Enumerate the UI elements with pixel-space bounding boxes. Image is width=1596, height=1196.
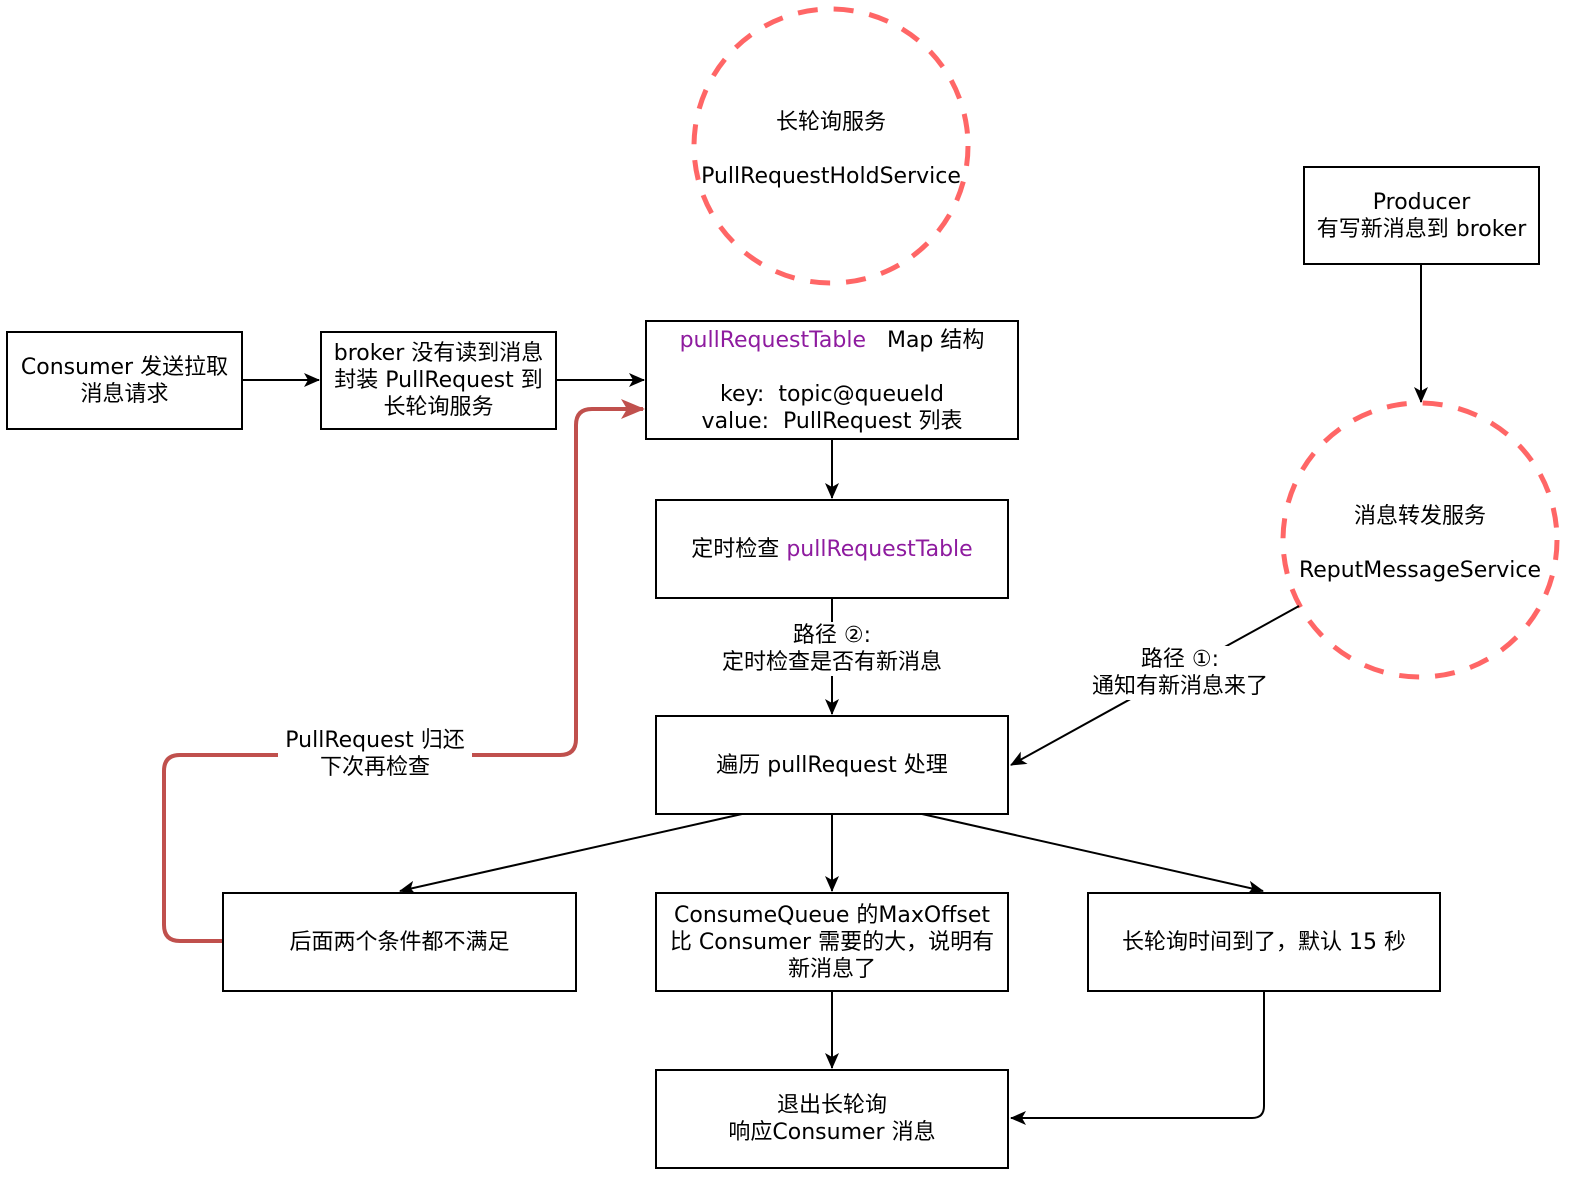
edge-label-path2: 路径 ②: 定时检查是否有新消息 (712, 622, 952, 676)
node-text: 比 Consumer 需要的大，说明有 (669, 929, 995, 955)
edge-label-return: PullRequest 归还 下次再检查 (278, 727, 472, 781)
label-text: 定时检查是否有新消息 (721, 650, 942, 675)
node-text: Producer (1372, 189, 1471, 215)
node-timeout: 长轮询时间到了，默认 15 秒 (1087, 892, 1441, 992)
reput-service-name: ReputMessageService (1298, 557, 1542, 583)
node-text: 新消息了 (787, 956, 876, 982)
node-producer: Producer 有写新消息到 broker (1303, 166, 1540, 265)
node-timer-check: 定时检查 pullRequestTable (655, 499, 1009, 599)
node-text: ConsumeQueue 的MaxOffset (674, 902, 990, 928)
node-max-offset: ConsumeQueue 的MaxOffset 比 Consumer 需要的大，… (655, 892, 1009, 992)
node-text: 长轮询时间到了，默认 15 秒 (1122, 929, 1406, 955)
node-iterate: 遍历 pullRequest 处理 (655, 715, 1009, 815)
hold-service-circle (691, 6, 971, 286)
label-text: 下次再检查 (319, 755, 430, 780)
hold-service-name: PullRequestHoldService (701, 163, 961, 189)
node-text: 响应Consumer 消息 (728, 1120, 936, 1145)
table-title-code: pullRequestTable (679, 328, 866, 353)
table-title: pullRequestTable Map 结构 (680, 327, 985, 354)
edge-iterate-to-neither (399, 813, 743, 895)
label-text: 路径 ①: (1140, 647, 1220, 672)
node-text: 封装 PullRequest 到 (334, 368, 543, 393)
edge-label-path1: 路径 ①: 通知有新消息来了 (1082, 646, 1278, 700)
node-text: 消息请求 (80, 381, 169, 407)
edge-return-loop (162, 399, 645, 943)
node-text: 长轮询服务 (383, 395, 494, 420)
table-value-line: value: PullRequest 列表 (701, 409, 963, 434)
hold-service: 长轮询服务 PullRequestHoldService (694, 9, 968, 283)
reput-service-title: 消息转发服务 (1353, 503, 1486, 529)
label-text: 通知有新消息来了 (1091, 674, 1268, 699)
edge-iterate-to-timeout (921, 813, 1264, 895)
reput-service: 消息转发服务 ReputMessageService (1283, 403, 1557, 677)
node-exit: 退出长轮询 响应Consumer 消息 (655, 1069, 1009, 1169)
node-pull-request-table: pullRequestTable Map 结构 key: topic@queue… (645, 320, 1019, 440)
node-text: 退出长轮询 (776, 1093, 887, 1118)
label-text: PullRequest 归还 (285, 728, 465, 753)
table-title-suffix: Map 结构 (886, 328, 985, 353)
table-key-line: key: topic@queueId (720, 382, 944, 407)
timer-check-code: pullRequestTable (786, 536, 973, 562)
edge-timeout-to-exit (1010, 991, 1265, 1125)
node-text: 遍历 pullRequest 处理 (716, 752, 948, 778)
node-neither-condition: 后面两个条件都不满足 (222, 892, 577, 992)
node-text: Consumer 发送拉取 (20, 354, 229, 380)
node-text: 后面两个条件都不满足 (289, 929, 510, 955)
label-text: 路径 ②: (792, 623, 872, 648)
reput-service-circle (1280, 400, 1560, 680)
node-broker-wrap: broker 没有读到消息 封装 PullRequest 到 长轮询服务 (320, 331, 557, 430)
timer-check-prefix: 定时检查 (691, 536, 780, 562)
hold-service-title: 长轮询服务 (775, 109, 886, 135)
node-consumer-request: Consumer 发送拉取 消息请求 (6, 331, 243, 430)
node-text: 有写新消息到 broker (1316, 216, 1527, 242)
timer-check-text: 定时检查 pullRequestTable (691, 536, 972, 563)
node-text: broker 没有读到消息 (333, 341, 544, 366)
